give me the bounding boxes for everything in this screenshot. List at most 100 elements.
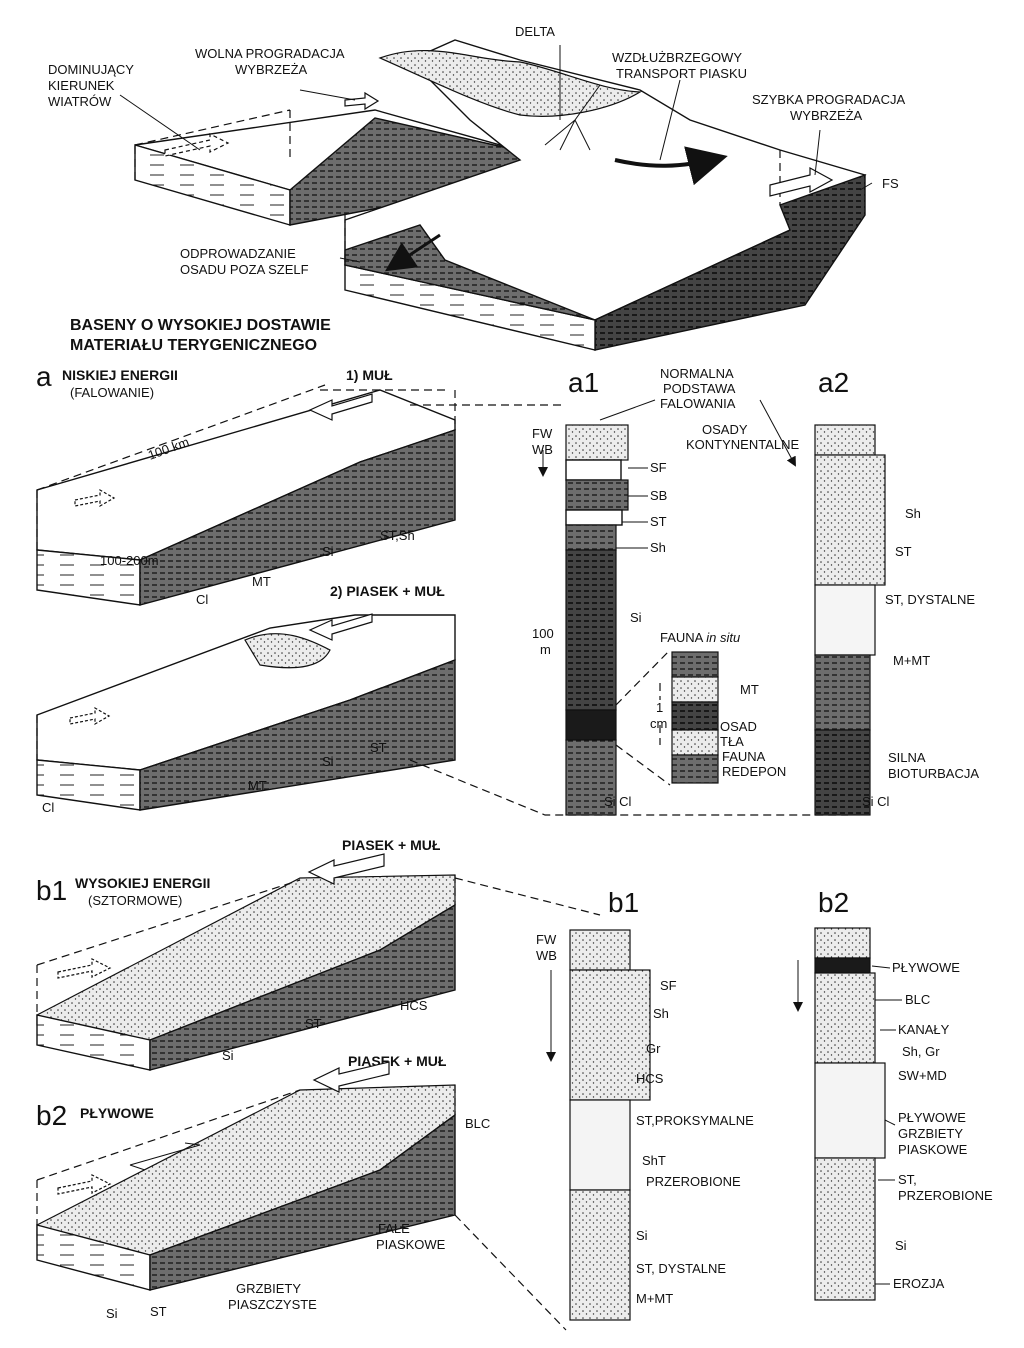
panel-b2-heading: PŁYWOWE [80, 1105, 154, 1121]
column-b2-top [814, 927, 871, 959]
column-a2-label-5: Si Cl [862, 794, 890, 809]
column-b1-label-7: Si [636, 1228, 648, 1243]
column-a1-inset-title: FAUNA in situ [660, 630, 740, 645]
block-b2-tide-arrow [129, 1142, 201, 1171]
column-b2-label-2: KANAŁY [898, 1022, 950, 1037]
block-b2-wind [57, 1174, 112, 1195]
column-b2-tidal [814, 957, 871, 974]
column-a1-inset-lines [615, 649, 671, 786]
column-a1-inset-mt: MT [740, 682, 759, 697]
block-a2-sand [244, 633, 331, 669]
label-a-st-2: ST [370, 740, 387, 755]
column-a1-label-2: ST [650, 514, 667, 529]
panel-b1-input: PIASEK + MUŁ [342, 837, 441, 853]
column-b2-label-0: PŁYWOWE [892, 960, 960, 975]
top-offshelf-arrow [384, 233, 441, 272]
block-b1-slope [149, 903, 456, 1071]
column-a1-black [565, 709, 617, 741]
column-b1-label-8: ST, DYSTALNE [636, 1261, 726, 1276]
column-a1-top-sand [565, 424, 629, 461]
column-a2-mid [814, 584, 876, 656]
column-a1-label-1: SB [650, 488, 667, 503]
block-b1-arrow [307, 853, 385, 885]
column-a2-label-3: M+MT [893, 653, 930, 668]
column-a1-title: a1 [568, 367, 599, 398]
column-b2-label-6: ST,PRZEROBIONE [898, 1172, 993, 1203]
label-a-stsh: ST,Sh [380, 528, 415, 543]
label-a-si-2: Si [322, 754, 334, 769]
block-b2-dashed [36, 1085, 456, 1225]
panel-b1-subheading: (SZTORMOWE) [88, 893, 182, 908]
column-a2-lower [814, 654, 871, 731]
panel-a: a NISKIEJ ENERGII (FALOWANIE) 1) MUŁ 100… [36, 361, 848, 816]
column-b1-top [569, 929, 631, 971]
column-b2-label-7: Si [895, 1238, 907, 1253]
block-a1-wind [74, 488, 116, 508]
column-a1-inset-2 [671, 676, 719, 703]
panel-a-case1: 1) MUŁ [346, 367, 393, 383]
panel-a-subheading: (FALOWANIE) [70, 385, 154, 400]
column-b1-label-4: ST,PROKSYMALNE [636, 1113, 754, 1128]
column-b1-label-0: SF [660, 978, 677, 993]
column-a1-leaders [616, 467, 648, 549]
column-b1-lower [569, 1189, 631, 1321]
panel-a-letter: a [36, 361, 52, 392]
label-fs: FS [882, 176, 899, 191]
column-a1-inset-1 [671, 651, 719, 678]
column-a2-label-2: ST, DYSTALNE [885, 592, 975, 607]
column-b1-mid [569, 1099, 631, 1191]
column-b2: b2 PŁYWOWE BLC KANAŁY Sh, Gr SW+MD PŁYWO… [793, 887, 993, 1301]
block-a1-slope [139, 429, 456, 606]
block-b1-wind [57, 958, 112, 979]
column-a2-label-1: ST [895, 544, 912, 559]
column-a1-sf [565, 459, 622, 481]
panel-b2-letter: b2 [36, 1100, 67, 1131]
top-dashed-outline [134, 109, 781, 265]
block-b1-dashed [36, 875, 456, 1015]
panel-b-connector [454, 877, 601, 1331]
column-b1-label-1: Sh [653, 1006, 669, 1021]
column-b2-title: b2 [818, 887, 849, 918]
top-leader-lines [119, 45, 873, 263]
column-b1-title: b1 [608, 887, 639, 918]
column-a1-base [565, 739, 617, 816]
panel-b2-input: PIASEK + MUŁ [348, 1053, 447, 1069]
top-coastal-sand [378, 49, 643, 117]
column-a1-label-3: Sh [650, 540, 666, 555]
column-a1-label-5: Si Cl [604, 794, 632, 809]
top-longshore-arrow [614, 146, 728, 186]
column-b1-label-5: ShT [642, 1153, 666, 1168]
column-b2-mid [814, 1062, 886, 1159]
column-a1-sb [565, 479, 629, 511]
column-a1-label-4: Si [630, 610, 642, 625]
column-b1-label-2: Gr [646, 1041, 661, 1056]
label-delta: DELTA [515, 24, 555, 39]
column-b2-label-4: SW+MD [898, 1068, 947, 1083]
label-depth: 100-200m [100, 553, 159, 568]
column-b2-lower [814, 1157, 876, 1301]
column-a1-leader-nb [599, 399, 656, 421]
column-a1-sh [565, 524, 617, 551]
top-right-slope [594, 174, 866, 351]
label-b2-st: ST [150, 1304, 167, 1319]
column-b2-upper [814, 972, 876, 1064]
column-a2-leader [759, 399, 796, 467]
column-a2-base [814, 729, 871, 816]
column-b2-label-3: Sh, Gr [902, 1044, 940, 1059]
column-b2-label-1: BLC [905, 992, 930, 1007]
column-b2-label-8: EROZJA [893, 1276, 945, 1291]
